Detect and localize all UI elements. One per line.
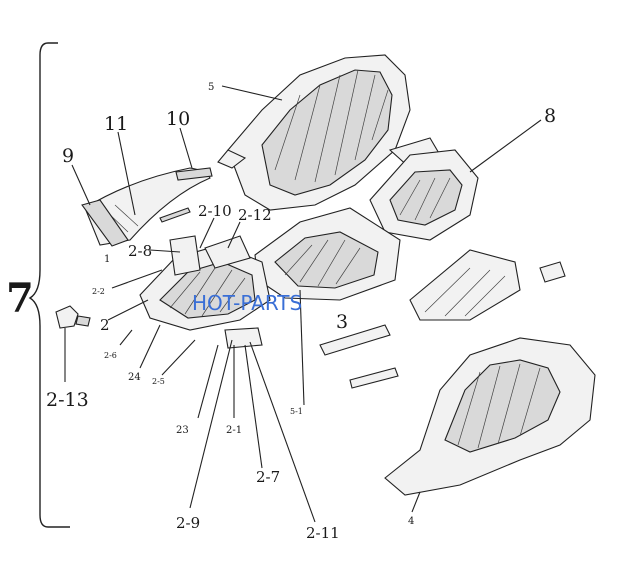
label-part-9: 9 bbox=[62, 145, 74, 167]
label-part-2-10: 2-10 bbox=[198, 202, 232, 220]
label-part-5: 5 bbox=[208, 82, 214, 93]
label-part-4: 4 bbox=[408, 516, 414, 527]
label-part-5-1: 5-1 bbox=[290, 407, 303, 416]
part-10-roof-bow bbox=[175, 167, 213, 181]
label-part-3: 3 bbox=[336, 311, 348, 333]
watermark-text: HOT-PARTS bbox=[192, 291, 302, 315]
roof-strip bbox=[159, 207, 191, 223]
label-part-23: 23 bbox=[176, 425, 189, 436]
label-part-11: 11 bbox=[104, 113, 128, 135]
label-part-2-11: 2-11 bbox=[306, 524, 340, 542]
label-part-2-7: 2-7 bbox=[256, 468, 280, 486]
label-part-1: 1 bbox=[104, 254, 110, 265]
label-part-10: 10 bbox=[166, 108, 190, 130]
label-part-2-8: 2-8 bbox=[128, 242, 152, 260]
label-part-2-1: 2-1 bbox=[226, 425, 242, 436]
part-5-rear-body-structure bbox=[217, 54, 441, 211]
label-part-2-12: 2-12 bbox=[238, 206, 272, 224]
part-2-13-bracket bbox=[55, 305, 91, 329]
part-9-front-header bbox=[81, 199, 129, 247]
part-8-rear-floor-pan bbox=[369, 149, 479, 241]
group-brace bbox=[28, 42, 70, 528]
label-part-8: 8 bbox=[544, 105, 556, 127]
part-2-front-floor-assembly bbox=[139, 235, 271, 349]
leader-lines bbox=[64, 85, 542, 523]
frame-rail-brackets bbox=[319, 249, 566, 389]
label-part-2: 2 bbox=[100, 316, 110, 334]
part-4-side-body-frame bbox=[384, 337, 596, 496]
label-group-7: 7 bbox=[6, 275, 34, 322]
label-part-2-9: 2-9 bbox=[176, 514, 200, 532]
label-part-2-5: 2-5 bbox=[152, 377, 165, 386]
label-part-2-2: 2-2 bbox=[92, 287, 105, 296]
label-part-2-6: 2-6 bbox=[104, 351, 117, 360]
part-3-center-floor-pan bbox=[254, 207, 401, 301]
label-part-24: 24 bbox=[128, 372, 141, 383]
label-part-2-13: 2-13 bbox=[46, 389, 89, 411]
